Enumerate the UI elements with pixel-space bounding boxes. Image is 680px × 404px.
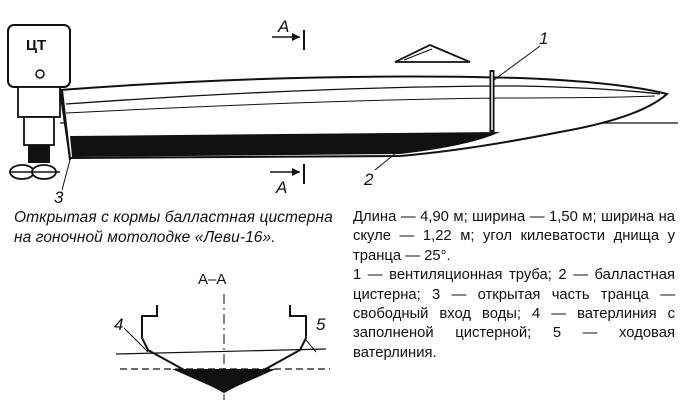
label-1: 1 [539,29,548,48]
figure-caption: Открытая с кормы балластная цистерна на … [14,209,333,246]
windscreen [394,44,471,63]
label-section-a-bottom: A [275,178,287,197]
label-3: 3 [54,188,64,207]
callout-line-2 [374,147,403,171]
callout-line-4 [123,327,149,353]
legend-text: 1 — вентиляционная труба; 2 — балластная… [353,267,675,361]
section-ballast [172,369,276,392]
callout-line-5 [305,339,317,353]
callout-line-1 [493,45,541,81]
section-arrow-top-head [292,33,300,41]
label-2: 2 [363,170,374,189]
ballast-tank [70,132,500,157]
outboard-motor [7,24,71,180]
sheer-line [65,85,661,105]
motor-label: ЦТ [26,37,46,54]
label-section-a-top: A [277,17,289,36]
label-5: 5 [316,315,326,334]
section-arrow-bottom-head [292,168,300,176]
figure-description: Длина — 4,90 м; ширина — 1,50 м; ширина … [353,208,675,363]
label-4: 4 [114,315,123,334]
windscreen-inner [403,48,433,61]
callout-line-3 [61,159,71,191]
section-title: А–А [198,271,226,288]
chine-line [65,95,656,114]
waterline-running [115,348,327,355]
specs-text: Длина — 4,90 м; ширина — 1,50 м; ширина … [353,209,675,264]
